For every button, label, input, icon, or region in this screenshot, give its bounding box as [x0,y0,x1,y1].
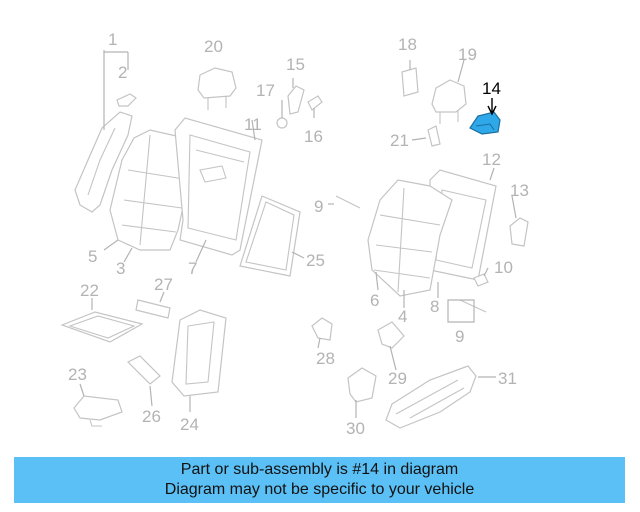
callout-6: 6 [370,291,379,310]
banner-line-part: Part or sub-assembly is #14 in diagram [180,461,459,478]
callout-16: 16 [304,127,323,146]
part-4-backrest-cushion [367,179,453,297]
leader-14 [487,98,497,116]
parts-diagram: 1 2 3 4 5 6 7 8 9 9 10 11 12 13 14 15 16… [60,30,529,438]
callout-23: 23 [68,365,87,384]
part-19-headrest [431,79,467,124]
callout-26: 26 [142,407,161,426]
callout-9-upper: 9 [314,197,323,216]
callout-labels: 1 2 3 4 5 6 7 8 9 9 10 11 12 13 14 15 16… [68,30,529,438]
part-21-guide [427,125,441,147]
part-18-bracket [401,67,419,97]
part-25-back-panel [239,195,301,277]
part-15-guide [287,85,305,115]
part-24-armrest [171,309,227,397]
callout-4: 4 [398,307,407,326]
callout-27: 27 [154,275,173,294]
callout-7: 7 [188,259,197,278]
callout-11: 11 [244,115,262,134]
part-27-strip [135,299,171,319]
part-1-side-trim [74,111,133,213]
callout-28: 28 [316,349,335,368]
callout-31: 31 [498,369,517,388]
callout-14: 14 [482,79,501,98]
part-22-tray [60,311,144,343]
part-26-cover [126,355,161,385]
callout-12: 12 [482,150,501,169]
part-13-trim [509,217,529,247]
part-14-highlighted [469,111,501,135]
callout-22: 22 [80,281,99,300]
callout-29: 29 [388,369,407,388]
callout-30: 30 [346,419,365,438]
part-10-clip [473,273,489,287]
part-29-hinge [377,321,405,349]
callout-3: 3 [116,259,125,278]
callout-19: 19 [458,45,477,64]
leader-lines [79,50,517,418]
part-17-grommet [276,117,288,129]
part-11-backrest-frame [174,117,263,256]
part-23-cupholder [73,395,123,427]
callout-1: 1 [108,30,117,49]
part-30-latch [347,367,377,403]
part-7-bracket [199,165,227,183]
callout-15: 15 [286,55,305,74]
callout-20: 20 [204,37,223,56]
callout-8: 8 [430,297,439,316]
part-31-cushion [385,365,477,429]
part-16-bolt [307,95,323,111]
callout-18: 18 [398,35,417,54]
callout-9-lower: 9 [455,327,464,346]
callout-21: 21 [390,131,409,150]
callout-25: 25 [306,251,325,270]
callout-2: 2 [118,63,127,82]
info-banner: Part or sub-assembly is #14 in diagram D… [14,457,625,503]
callout-17: 17 [256,81,275,100]
callout-10: 10 [494,258,513,277]
banner-line-disclaimer: Diagram may not be specific to your vehi… [164,481,475,498]
part-2-trim-piece [116,93,137,107]
part-28-bracket [311,317,333,341]
part-20-headrest [197,67,237,110]
callout-5: 5 [88,247,97,266]
part-9-bolt-set [335,195,487,313]
callout-13: 13 [510,181,529,200]
callout-24: 24 [180,415,199,434]
